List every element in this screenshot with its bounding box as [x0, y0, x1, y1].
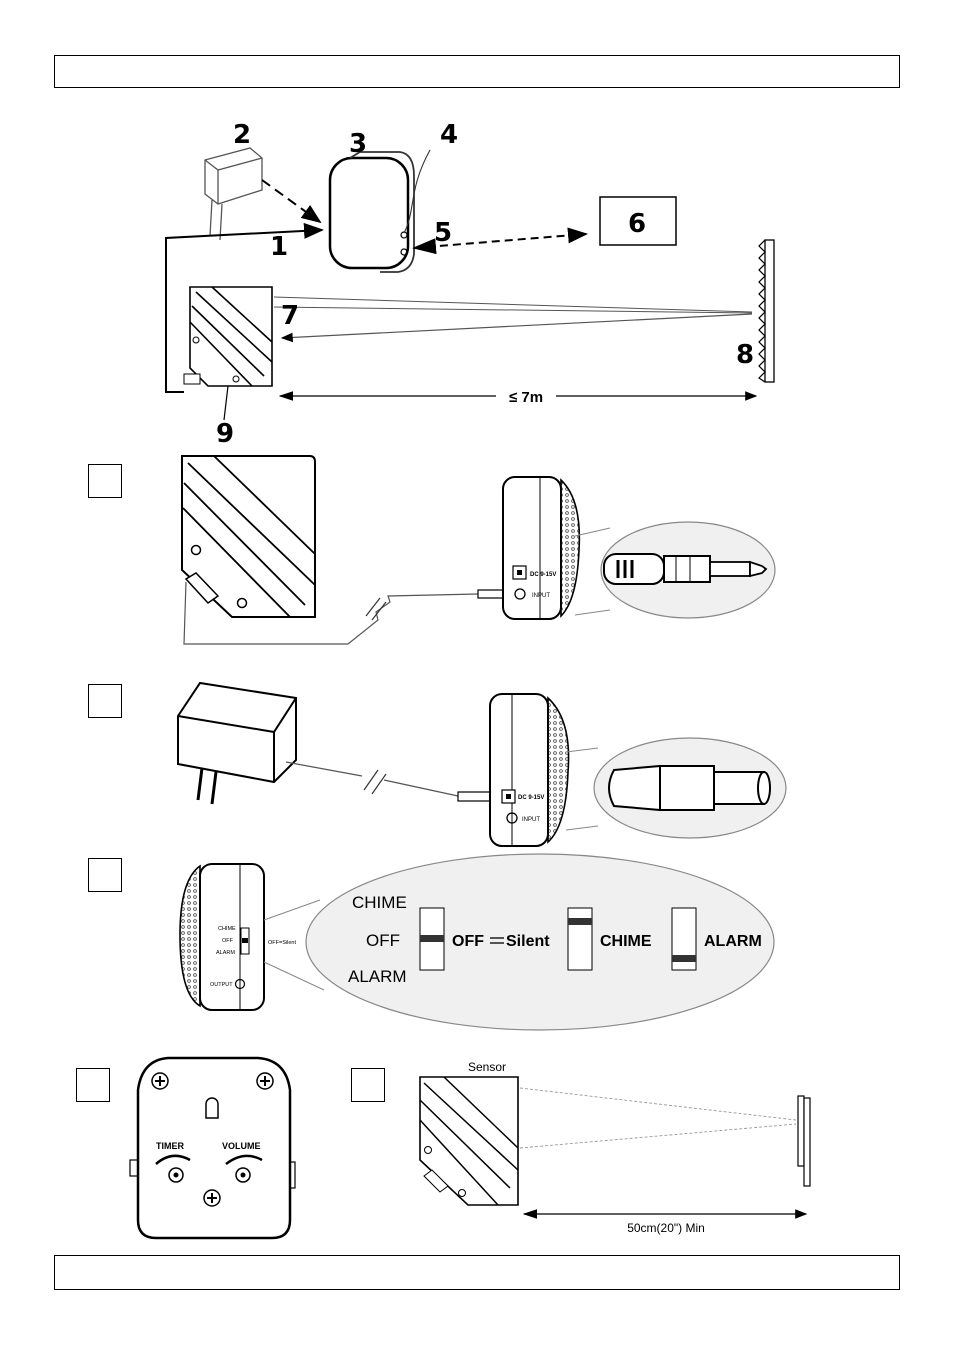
receiver-side-drawing-2 [489, 693, 570, 847]
callout-8: 8 [736, 340, 754, 370]
callout-1: 1 [270, 232, 288, 262]
keyhole-icon [205, 1097, 219, 1119]
dc-label-1: DC 9-15V [530, 572, 556, 578]
receiver-side-drawing [502, 476, 581, 620]
power-adapter-drawing [204, 147, 263, 241]
timer-knob-icon [168, 1167, 184, 1183]
screw-icon [256, 1072, 274, 1090]
timer-label: TIMER [156, 1141, 184, 1151]
switch-panel-figure: CHIME OFF ALARM OUTPUT OFF=Silent CHIME … [179, 853, 775, 1031]
side-note: OFF=Silent [268, 940, 296, 946]
figure-number-box-b [88, 684, 122, 718]
side-label-output: OUTPUT [210, 982, 233, 988]
footer-box [54, 1255, 900, 1290]
back-panel-figure: TIMER VOLUME [129, 1056, 296, 1240]
receiver-switch-side-drawing [179, 863, 265, 1011]
volume-label: VOLUME [222, 1141, 261, 1151]
position-off-label: OFF [452, 933, 484, 950]
side-label-chime: CHIME [218, 926, 236, 932]
screw-icon [203, 1189, 221, 1207]
dc-label-2: DC 9-15V [518, 795, 544, 801]
sensor-small-drawing [419, 1076, 519, 1206]
max-distance-label: ≤ 7m [509, 389, 543, 406]
position-off-equals: Silent [506, 933, 550, 950]
figure-number-box-e [351, 1068, 385, 1102]
reflector-drawing [758, 239, 775, 383]
min-distance-figure: Sensor 50cm(20") Min [419, 1060, 811, 1235]
screw-icon [151, 1072, 169, 1090]
callout-9: 9 [216, 419, 234, 449]
audio-plug-zoom [600, 521, 776, 619]
callout-6: 6 [628, 209, 646, 239]
figure-number-box-d [76, 1068, 110, 1102]
output-device-box [599, 196, 677, 246]
overview-diagram: ≤ 7m 1 2 3 4 5 6 7 8 9 [165, 120, 775, 449]
callout-3: 3 [349, 129, 367, 159]
min-distance-label: 50cm(20") Min [627, 1221, 705, 1235]
position-alarm-label: ALARM [704, 933, 762, 950]
callout-5: 5 [434, 218, 452, 248]
adapter-connection-figure: DC 9-15V INPUT [177, 681, 787, 847]
receiver-drawing [328, 151, 415, 273]
sensor-label: Sensor [468, 1060, 506, 1074]
side-label-off: OFF [222, 938, 234, 944]
zoom-label-alarm: ALARM [348, 967, 407, 986]
volume-knob-icon [235, 1167, 251, 1183]
adapter-large-drawing [177, 681, 297, 805]
input-label-1: INPUT [532, 593, 550, 599]
sensor-drawing [183, 286, 273, 387]
callout-4: 4 [440, 120, 458, 150]
reflector-small-drawing [797, 1095, 811, 1187]
position-chime-label: CHIME [600, 933, 652, 950]
callout-7: 7 [281, 301, 299, 331]
dc-plug-zoom [593, 737, 787, 839]
switch-zoom [305, 853, 775, 1031]
zoom-label-chime: CHIME [352, 893, 407, 912]
sensor-large-drawing [181, 455, 316, 618]
side-label-alarm: ALARM [216, 950, 235, 956]
header-box [54, 55, 900, 88]
figure-number-box-c [88, 858, 122, 892]
callout-2: 2 [233, 120, 251, 150]
figure-number-box-a [88, 464, 122, 498]
sensor-connection-figure: DC 9-15V INPUT [181, 455, 776, 645]
zoom-label-off: OFF [366, 931, 400, 950]
input-label-2: INPUT [522, 817, 540, 823]
